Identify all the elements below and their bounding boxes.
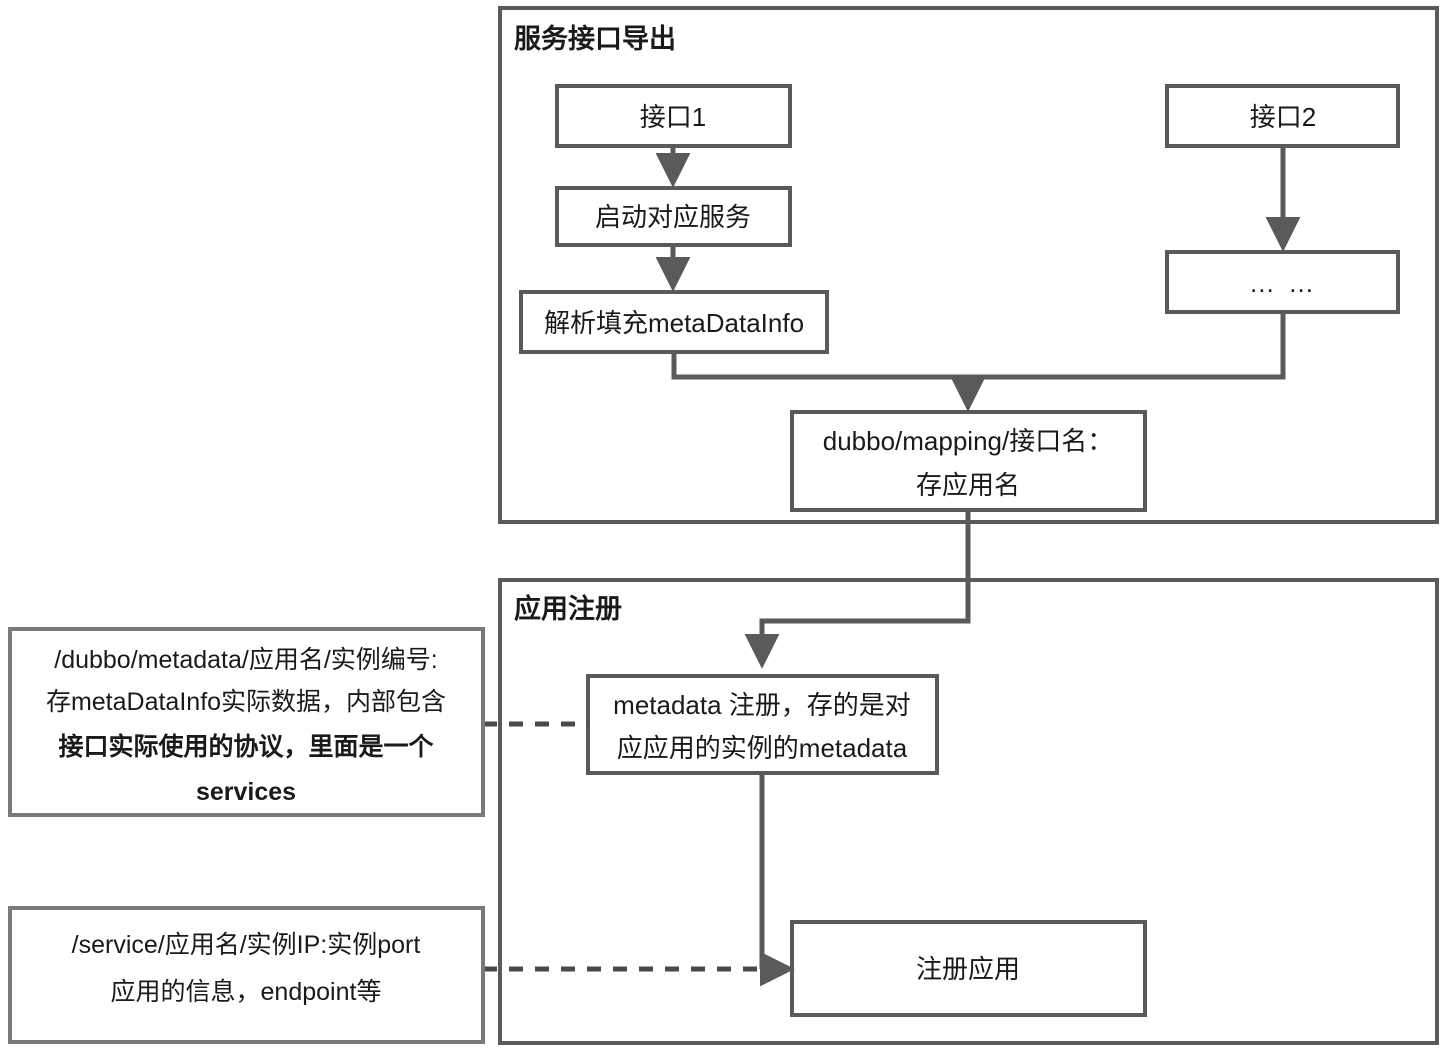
node-metadata-register-line1: metadata 注册，存的是对	[613, 690, 911, 720]
note-service: /service/应用名/实例IP:实例port 应用的信息，endpoint等	[8, 906, 485, 1044]
panel-app-register-title: 应用注册	[514, 593, 622, 624]
node-register-app-box[interactable]	[790, 920, 1147, 1017]
note-metadata-line-3: 接口实际使用的协议，里面是一个	[58, 732, 434, 761]
node-register-app-label: 注册应用	[916, 954, 1020, 984]
node-start-service-label: 启动对应服务	[595, 202, 751, 232]
node-metadata-register[interactable]: metadata 注册，存的是对 应应用的实例的metadata	[586, 674, 939, 775]
node-ellipsis-label: … …	[1249, 268, 1317, 298]
note-metadata: /dubbo/metadata/应用名/实例编号: 存metaDataInfo实…	[8, 627, 485, 817]
node-dubbo-mapping[interactable]: dubbo/mapping/接口名： 存应用名	[790, 410, 1147, 512]
note-service-line-2: 应用的信息，endpoint等	[111, 978, 382, 1006]
node-parse-metadata-box[interactable]	[519, 290, 829, 354]
node-metadata-register-box[interactable]	[586, 674, 939, 775]
node-interface1-label: 接口1	[640, 102, 706, 132]
node-parse-metadata[interactable]: 解析填充metaDataInfo	[519, 290, 829, 354]
node-metadata-register-line2: 应应用的实例的metadata	[617, 733, 908, 763]
note-metadata-box	[8, 627, 485, 817]
edge-dubbo-mapping-to-metadata-register	[744, 510, 971, 669]
node-parse-metadata-label: 解析填充metaDataInfo	[544, 308, 804, 338]
note-metadata-line-4: services	[196, 778, 296, 806]
node-dubbo-mapping-line1: dubbo/mapping/接口名：	[823, 426, 1113, 456]
node-dubbo-mapping-box[interactable]	[790, 410, 1147, 512]
node-ellipsis[interactable]: … …	[1165, 250, 1400, 314]
node-interface1[interactable]: 接口1	[555, 84, 792, 148]
panel-service-export-title: 服务接口导出	[514, 24, 676, 54]
note-metadata-line-1: /dubbo/metadata/应用名/实例编号:	[54, 646, 438, 674]
note-metadata-line-2: 存metaDataInfo实际数据，内部包含	[46, 688, 446, 716]
node-interface2[interactable]: 接口2	[1165, 84, 1400, 148]
node-interface2-label: 接口2	[1250, 102, 1316, 132]
node-interface2-box[interactable]	[1165, 84, 1400, 148]
node-dubbo-mapping-line2: 存应用名	[916, 470, 1020, 500]
note-service-line-1: /service/应用名/实例IP:实例port	[72, 931, 421, 959]
node-register-app[interactable]: 注册应用	[790, 920, 1147, 1017]
node-start-service[interactable]: 启动对应服务	[555, 186, 792, 247]
note-service-box	[8, 906, 485, 1044]
